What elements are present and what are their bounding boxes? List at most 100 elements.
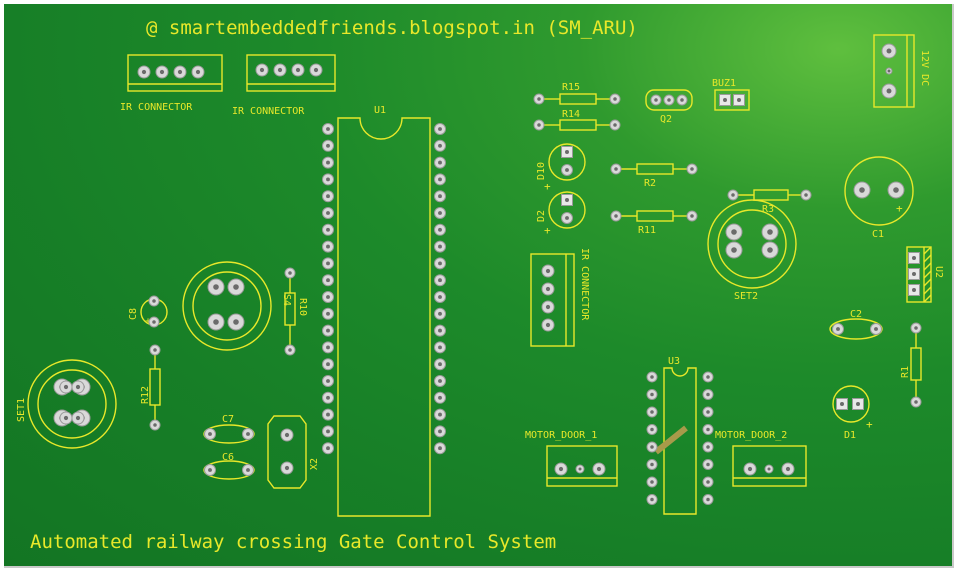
c8-capacitor: C8 + <box>128 298 168 327</box>
pad-hole <box>914 400 918 404</box>
r14-label: R14 <box>562 109 580 120</box>
d2-plus: + <box>544 224 551 237</box>
pad-hole <box>565 150 569 154</box>
pad-hole <box>565 198 569 202</box>
r3-label: R3 <box>762 204 774 215</box>
r1-resistor: R1 <box>900 331 922 400</box>
pad-hole <box>63 384 69 390</box>
c8-label: C8 <box>128 308 139 320</box>
d10-diode: D10 + <box>536 143 586 193</box>
r1-label: R1 <box>900 366 911 378</box>
u2-label: U2 <box>933 266 944 278</box>
r10-label: R10 <box>297 298 308 316</box>
pad-hole <box>438 412 442 417</box>
pad-hole <box>438 127 442 131</box>
pad-hole <box>438 160 442 165</box>
pad-hole <box>438 211 442 215</box>
c1-label: C1 <box>872 229 884 240</box>
motor-door-1-connector: MOTOR_DOOR_1 <box>525 430 618 487</box>
d2-diode: D2 + <box>536 191 586 237</box>
pad-hole <box>233 284 239 290</box>
pad-hole <box>213 319 219 325</box>
set2-label: SET2 <box>734 291 758 302</box>
r14-resistor: R14 <box>544 109 612 131</box>
pad-hole <box>326 429 330 434</box>
c1-capacitor: + C1 <box>844 156 914 240</box>
pad-hole <box>438 244 442 249</box>
r3-resistor: R3 <box>735 189 804 215</box>
pad-hole <box>326 244 330 249</box>
pad-hole <box>233 319 239 325</box>
c1-plus: + <box>896 202 903 215</box>
pad-hole <box>545 322 551 328</box>
motor-door-2-connector: MOTOR_DOOR_2 <box>715 430 807 487</box>
pad-hole <box>767 247 773 253</box>
d2-label: D2 <box>536 210 547 222</box>
pad-hole <box>654 98 658 102</box>
pad-hole <box>650 427 654 432</box>
pad-hole <box>537 123 541 127</box>
c6-label: C6 <box>222 452 234 463</box>
ir-connector-2-label: IR CONNECTOR <box>232 106 305 117</box>
pcb-board: @ smartembeddedfriends.blogspot.in (SM_A… <box>4 4 954 568</box>
pad-hole <box>326 278 330 283</box>
pad-hole <box>438 278 442 283</box>
ir-connector-1: IR CONNECTOR <box>120 54 223 113</box>
footer-title: Automated railway crossing Gate Control … <box>30 531 556 553</box>
pad-hole <box>874 327 878 331</box>
c8-plus: + <box>145 316 151 327</box>
pad-hole <box>731 193 735 197</box>
r15-label: R15 <box>562 82 580 93</box>
pad-hole <box>438 295 442 299</box>
pad-hole <box>326 177 330 182</box>
pad-hole <box>159 69 165 75</box>
pad-hole <box>565 168 569 172</box>
pad-hole <box>288 348 292 352</box>
c7-label: C7 <box>222 414 234 425</box>
motor-door-2-label: MOTOR_DOOR_2 <box>715 430 787 441</box>
pad-hole <box>650 445 654 449</box>
s4-label: S4 <box>281 294 292 306</box>
pad-hole <box>667 98 671 102</box>
pad-hole <box>723 98 727 102</box>
pad-hole <box>545 268 551 274</box>
pad-hole <box>438 143 442 148</box>
pad-hole <box>537 97 541 101</box>
pad-hole <box>578 467 582 471</box>
pad-hole <box>613 123 617 127</box>
pad-hole <box>295 67 301 73</box>
pad-hole <box>438 395 442 400</box>
buz1-label: BUZ1 <box>712 78 736 89</box>
pad-hole <box>545 286 551 292</box>
pad-hole <box>840 402 844 406</box>
pad-hole <box>326 311 330 316</box>
pad-hole <box>326 194 330 199</box>
pad-hole <box>326 227 330 232</box>
pad-hole <box>650 375 654 379</box>
pad-hole <box>706 375 710 379</box>
pad-hole <box>326 379 330 383</box>
pad-hole <box>650 480 654 484</box>
pad-hole <box>438 227 442 232</box>
pad-hole <box>614 214 618 218</box>
u2-regulator: U2 <box>906 246 944 303</box>
ir-connector-3-label: IR CONNECTOR <box>579 248 590 321</box>
pad-hole <box>650 462 654 467</box>
pad-hole <box>737 98 741 102</box>
u1-label: U1 <box>374 105 386 116</box>
pad-hole <box>558 466 564 472</box>
pad-hole <box>706 445 710 449</box>
u3-label: U3 <box>668 356 680 367</box>
pad-hole <box>650 497 654 502</box>
pad-hole <box>912 288 916 292</box>
pad-hole <box>213 284 219 290</box>
pad-hole <box>326 328 330 333</box>
pad-hole <box>153 348 157 352</box>
pad-hole <box>690 214 694 218</box>
pad-hole <box>153 423 157 427</box>
r12-resistor: R12 <box>140 351 161 422</box>
pad-hole <box>706 392 710 397</box>
pad-hole <box>680 98 684 102</box>
pad-hole <box>438 194 442 199</box>
pad-hole <box>246 432 250 436</box>
